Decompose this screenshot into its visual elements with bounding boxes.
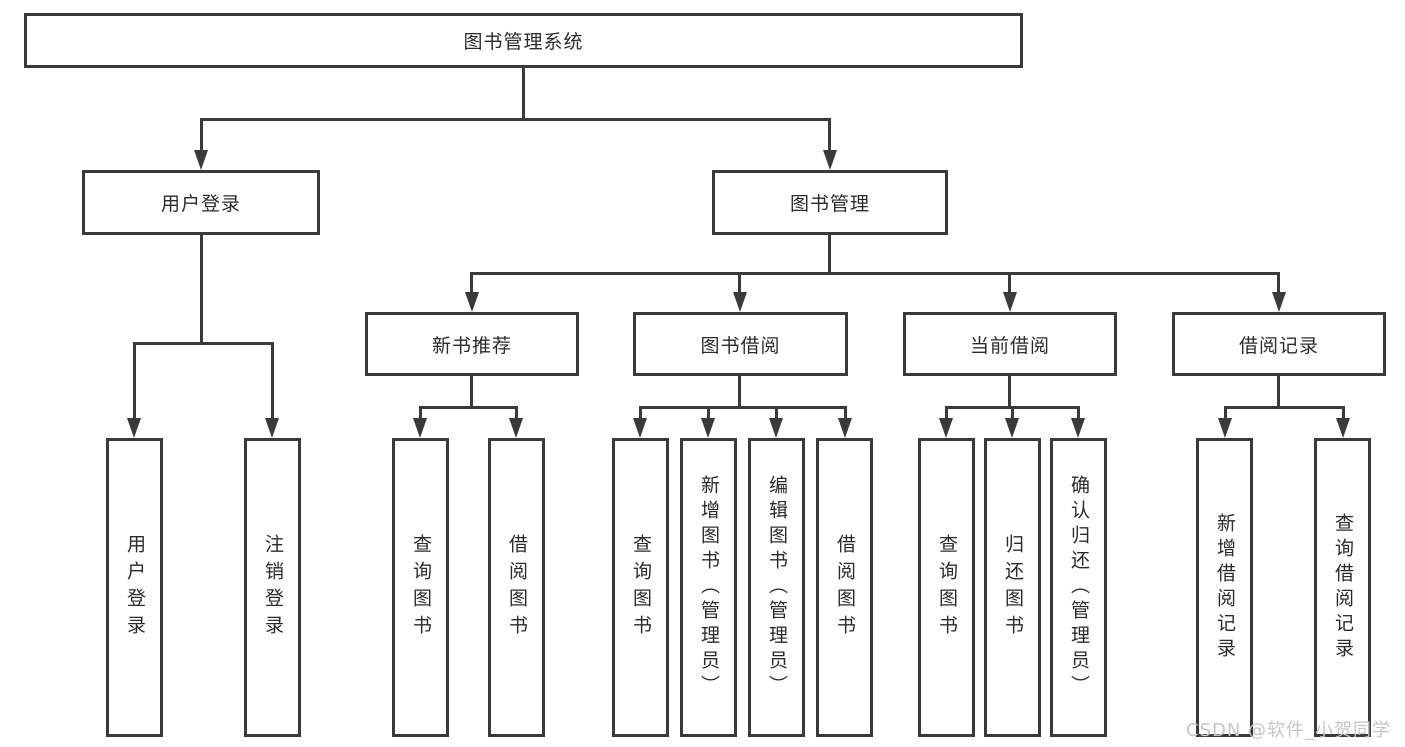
node-current-borrowing: 当前借阅 xyxy=(903,312,1117,376)
edge-borrow-bus xyxy=(639,406,845,409)
edge-login-to-leaf2 xyxy=(271,342,274,420)
leaf-query-books-current: 查询图书 xyxy=(918,438,975,737)
arrowhead-edit-books-admin xyxy=(769,418,783,438)
arrowhead-add-books-admin xyxy=(701,418,715,438)
arrowhead-confirm-return-admin xyxy=(1071,418,1085,438)
arrowhead-book-borrowing xyxy=(733,292,747,312)
edge-root-drop xyxy=(522,68,525,121)
leaf-edit-books-admin: 编辑图书（管理员） xyxy=(748,438,805,737)
edge-rec-bus xyxy=(419,406,518,409)
edge-mgmt-to-records xyxy=(1277,272,1280,294)
edge-borrow-to-leaf2 xyxy=(707,406,710,420)
edge-login-to-leaf1 xyxy=(133,342,136,420)
edge-current-to-leaf3 xyxy=(1077,406,1080,420)
node-book-management: 图书管理 xyxy=(712,170,948,235)
edge-mgmt-to-current xyxy=(1008,272,1011,294)
leaf-borrow-books-recommend: 借阅图书 xyxy=(488,438,545,737)
arrowhead-query-books-recommend xyxy=(413,418,427,438)
edge-current-to-leaf2 xyxy=(1011,406,1014,420)
edge-login-drop xyxy=(200,235,203,345)
node-new-book-recommendation: 新书推荐 xyxy=(365,312,579,376)
edge-mgmt-to-rec xyxy=(470,272,473,294)
node-borrowing-records: 借阅记录 xyxy=(1172,312,1386,376)
leaf-add-borrow-record: 新增借阅记录 xyxy=(1196,438,1253,737)
arrowhead-add-borrow-record xyxy=(1218,418,1232,438)
edge-borrow-drop xyxy=(738,376,741,409)
leaf-logout: 注销登录 xyxy=(244,438,301,737)
arrowhead-query-borrow-record xyxy=(1336,418,1350,438)
node-library-management-system: 图书管理系统 xyxy=(24,13,1023,68)
arrowhead-query-books-current xyxy=(939,418,953,438)
arrowhead-leaf-user-login xyxy=(127,418,141,438)
edge-records-bus xyxy=(1224,406,1345,409)
node-book-borrowing: 图书借阅 xyxy=(633,312,848,376)
edge-borrow-to-leaf4 xyxy=(844,406,847,420)
leaf-query-borrow-record: 查询借阅记录 xyxy=(1314,438,1371,737)
arrowhead-leaf-logout xyxy=(265,418,279,438)
arrowhead-borrow-books-recommend xyxy=(509,418,523,438)
edge-login-bus xyxy=(133,342,274,345)
arrowhead-query-books-borrowing xyxy=(633,418,647,438)
edge-records-to-leaf1 xyxy=(1224,406,1227,420)
edge-borrow-to-leaf1 xyxy=(639,406,642,420)
node-user-login: 用户登录 xyxy=(82,170,320,235)
edge-root-bus xyxy=(200,118,831,121)
leaf-borrow-books-borrowing: 借阅图书 xyxy=(816,438,873,737)
leaf-user-login: 用户登录 xyxy=(106,438,163,737)
arrowhead-current-borrowing xyxy=(1003,292,1017,312)
edge-records-to-leaf2 xyxy=(1342,406,1345,420)
leaf-confirm-return-admin: 确认归还（管理员） xyxy=(1050,438,1107,737)
leaf-query-books-recommend: 查询图书 xyxy=(392,438,449,737)
arrowhead-new-book-recommendation xyxy=(465,292,479,312)
leaf-query-books-borrowing: 查询图书 xyxy=(612,438,669,737)
edge-rec-to-leaf1 xyxy=(419,406,422,420)
edge-rec-to-leaf2 xyxy=(515,406,518,420)
arrowhead-borrowing-records xyxy=(1272,292,1286,312)
leaf-return-books: 归还图书 xyxy=(984,438,1041,737)
csdn-watermark: CSDN @软件_小贺同学 xyxy=(1186,720,1392,741)
edge-root-to-mgmt xyxy=(828,118,831,152)
edge-current-drop xyxy=(1008,376,1011,409)
edge-rec-drop xyxy=(470,376,473,409)
edge-borrow-to-leaf3 xyxy=(775,406,778,420)
edge-current-to-leaf1 xyxy=(945,406,948,420)
edge-mgmt-to-borrow xyxy=(738,272,741,294)
arrowhead-book-management xyxy=(823,150,837,170)
edge-root-to-login xyxy=(200,118,203,152)
edge-mgmt-bus xyxy=(470,272,1280,275)
arrowhead-return-books xyxy=(1005,418,1019,438)
edge-mgmt-drop xyxy=(828,234,831,275)
edge-records-drop xyxy=(1277,376,1280,409)
leaf-add-books-admin: 新增图书（管理员） xyxy=(680,438,737,737)
arrowhead-borrow-books-borrowing xyxy=(838,418,852,438)
arrowhead-user-login xyxy=(194,150,208,170)
